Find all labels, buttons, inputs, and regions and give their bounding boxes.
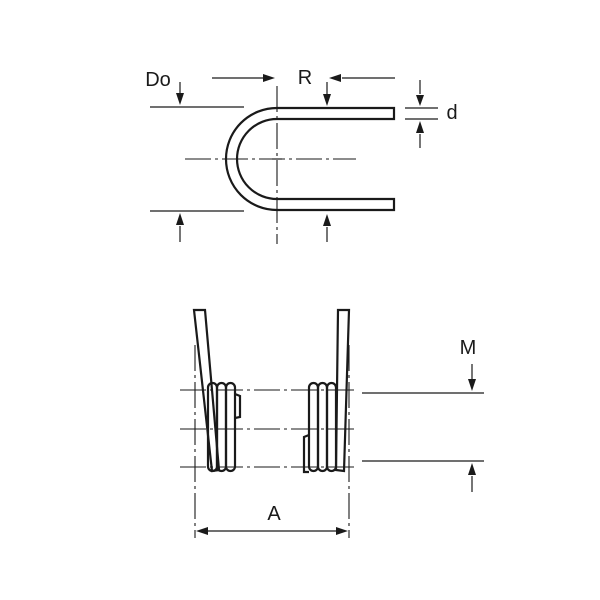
right-wire-end [302, 433, 310, 474]
r-dimension [212, 74, 395, 242]
d-dimension [405, 80, 438, 148]
do-dimension [150, 82, 244, 242]
left-spring-half [192, 308, 242, 473]
left-wire-end [234, 392, 242, 420]
spring-coil-outline [224, 106, 396, 212]
right-coil-2 [316, 381, 329, 473]
d-label: d [446, 102, 457, 124]
side-view: M A [180, 308, 484, 538]
right-coil-1 [307, 381, 320, 473]
top-view: Do R d [145, 67, 458, 244]
a-label: A [267, 503, 281, 525]
left-coil-3 [224, 381, 237, 473]
a-dimension [196, 527, 348, 535]
m-dimension [362, 364, 484, 492]
right-spring-half [302, 308, 351, 474]
right-coil-3 [325, 381, 338, 473]
do-label: Do [145, 69, 171, 91]
m-label: M [460, 337, 477, 359]
r-label: R [298, 67, 312, 89]
